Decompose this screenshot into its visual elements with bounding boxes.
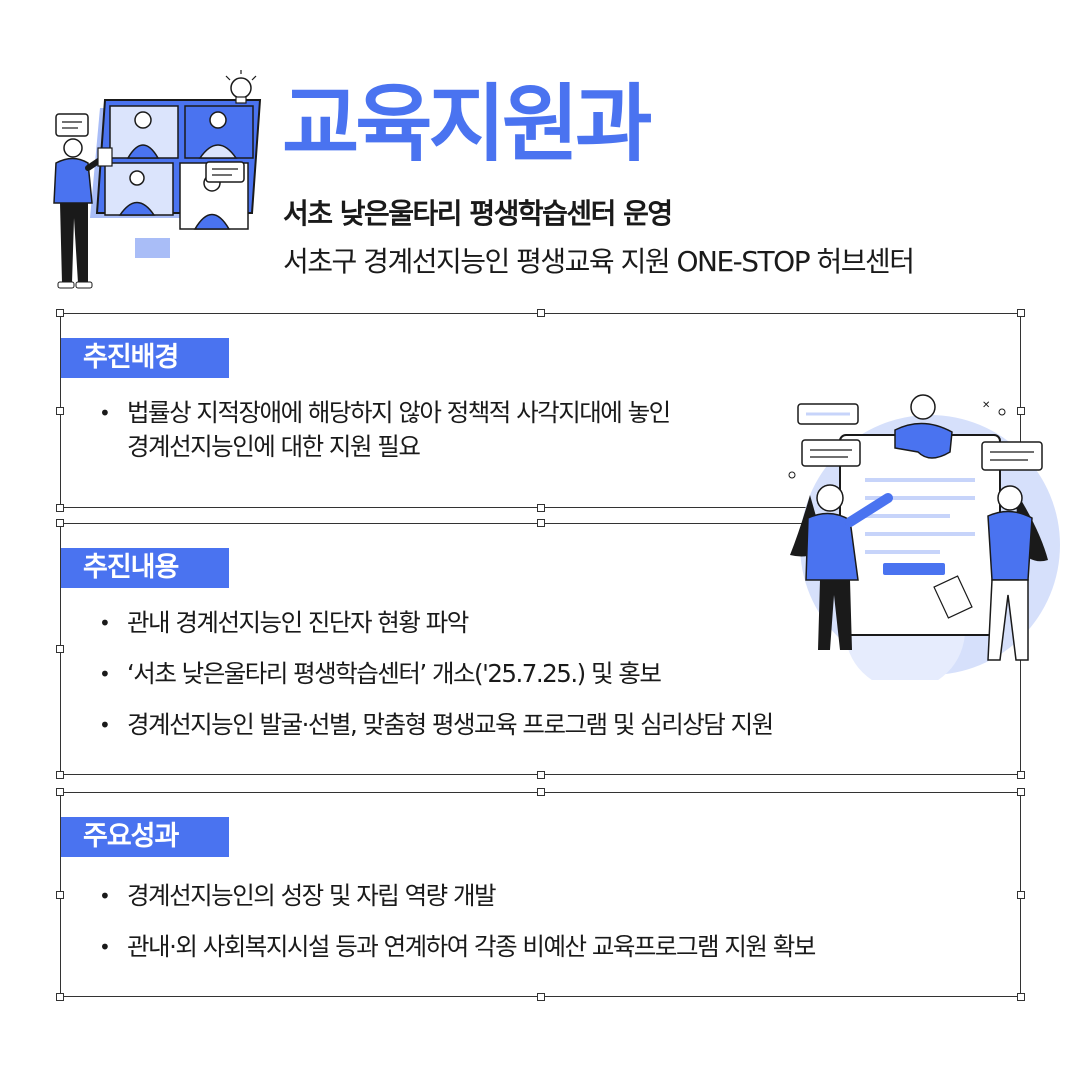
bullet-item: 경계선지능인 발굴·선별, 맞춤형 평생교육 프로그램 및 심리상담 지원	[99, 708, 774, 742]
bullet-item: 법률상 지적장애에 해당하지 않아 정책적 사각지대에 놓인	[99, 396, 671, 430]
bullet-item: 관내·외 사회복지시설 등과 연계하여 각종 비예산 교육프로그램 지원 확보	[99, 930, 816, 964]
collaboration-illustration: ✕	[788, 394, 1060, 680]
lightbulb-icon	[225, 70, 257, 104]
svg-text:✕: ✕	[982, 400, 990, 411]
section-label: 추진배경	[61, 338, 229, 378]
video-conference-illustration	[53, 70, 262, 289]
bullet-item-continuation: 경계선지능인에 대한 지원 필요	[127, 432, 421, 461]
section-results: 주요성과 경계선지능인의 성장 및 자립 역량 개발 관내·외 사회복지시설 등…	[56, 788, 1025, 1001]
section-label: 주요성과	[61, 817, 229, 857]
section-background: 추진배경 법률상 지적장애에 해당하지 않아 정책적 사각지대에 놓인 경계선지…	[56, 309, 1025, 512]
bullet-item: ‘서초 낮은울타리 평생학습센터’ 개소('25.7.25.) 및 홍보	[99, 657, 773, 691]
section-label: 추진내용	[61, 548, 229, 588]
bullet-item: 관내 경계선지능인 진단자 현황 파악	[99, 606, 773, 640]
department-title: 교육지원과	[282, 75, 652, 173]
bullet-item: 경계선지능인의 성장 및 자립 역량 개발	[99, 879, 815, 913]
section-content: 추진내용 관내 경계선지능인 진단자 현황 파악 ‘서초 낮은울타리 평생학습센…	[56, 519, 1025, 779]
program-title: 서초 낮은울타리 평생학습센터 운영	[283, 197, 673, 230]
program-description: 서초구 경계선지능인 평생교육 지원 ONE-STOP 허브센터	[283, 245, 915, 278]
